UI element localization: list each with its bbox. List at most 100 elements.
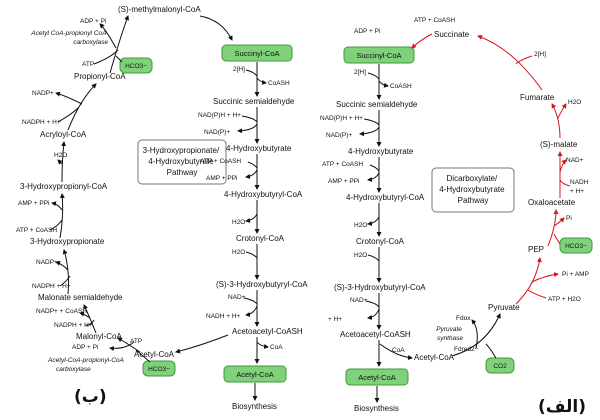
side-b-amp bbox=[245, 169, 258, 179]
s3hb-a: (S)-3-Hydroxybutyryl-CoA bbox=[334, 283, 426, 292]
s-malate-a: (S)-malate bbox=[540, 140, 578, 149]
side-nadph1 bbox=[57, 107, 79, 123]
side-b-h2o2 bbox=[245, 251, 258, 259]
acetyl-coa-left: Acetyl-CoA bbox=[134, 350, 175, 359]
side-b-coa bbox=[256, 341, 269, 349]
acetyl-a: Acetyl-CoA bbox=[414, 353, 455, 362]
side-b-nadh bbox=[245, 305, 258, 317]
nadph-2: NADPH + H+ bbox=[32, 283, 71, 290]
amp-ppi: AMP + PPi bbox=[18, 200, 50, 207]
hydroxypropionyl-coa: 3-Hydroxypropionyl-CoA bbox=[20, 182, 108, 191]
pi-amp-a: Pi + AMP bbox=[562, 271, 589, 278]
hydroxybutyrate-b: 4-Hydroxybutyrate bbox=[226, 144, 292, 153]
hco3-box-a bbox=[559, 237, 593, 254]
hco3-top: HCO3− bbox=[125, 63, 147, 70]
nad-plus-a: NAD+ bbox=[566, 157, 584, 164]
nadh-b: NADH + H+ bbox=[206, 313, 241, 320]
h2o-b2: H2O bbox=[232, 249, 245, 256]
hydroxypropionate: 3-Hydroxypropionate bbox=[30, 237, 105, 246]
arrow-acetyl-pyruvate bbox=[451, 313, 501, 357]
nad-a2: NAD+ bbox=[350, 297, 368, 304]
acetoacetyl-a: Acetoacetyl-CoASH bbox=[340, 330, 411, 339]
side-atp-coash bbox=[49, 219, 63, 231]
crotonyl-b: Crotonyl-CoA bbox=[236, 234, 285, 243]
coa-a: CoA bbox=[392, 347, 405, 354]
arrow-msa-hpo bbox=[62, 249, 69, 295]
arrow-ace-mal bbox=[117, 337, 141, 353]
h2o-1: H2O bbox=[54, 152, 67, 159]
h2-left-a: 2[H] bbox=[354, 69, 366, 76]
side-a-coash bbox=[378, 80, 389, 88]
nadh-a2: + H+ bbox=[328, 316, 342, 323]
coa-b: CoA bbox=[270, 344, 283, 351]
red-arrow-fumarate-succinate bbox=[477, 34, 543, 91]
atp-h2o-a: ATP + H2O bbox=[548, 296, 581, 303]
hco3-bottom-box bbox=[142, 360, 176, 377]
carboxylase-top: Acetyl CoA-propionyl CoA carboxylase bbox=[30, 30, 108, 46]
side-a-nadh bbox=[367, 308, 380, 320]
hydroxybutyryl-b: 4-Hydroxybutyryl-CoA bbox=[224, 190, 303, 199]
side-a-nadph bbox=[363, 118, 380, 126]
arrow-acetoacetyl-acetyl-left bbox=[175, 334, 229, 354]
succinyl-coa-box-a bbox=[343, 46, 415, 64]
arrow-acetoacetyl-acetyl-a bbox=[379, 343, 413, 360]
acetyl-coa-box-label-a: Acetyl-CoA bbox=[358, 373, 396, 382]
malonyl-coa: Malonyl-CoA bbox=[76, 332, 122, 341]
side-a-atp bbox=[369, 164, 380, 172]
red-side-nad bbox=[559, 159, 567, 173]
succinate-a: Succinate bbox=[434, 30, 470, 39]
coash-a: CoASH bbox=[390, 83, 412, 90]
arrow-prop-meth bbox=[109, 15, 129, 74]
h2o-fum-a: H2O bbox=[568, 99, 581, 106]
nadp-1: NADP+ bbox=[32, 90, 54, 97]
pathway-title-a: Dicarboxylate/ 4-Hydroxybutyrate Pathway bbox=[439, 174, 507, 205]
side-nadph2 bbox=[59, 275, 71, 287]
h2-right-a: 2[H] bbox=[534, 51, 546, 58]
red-arrow-malate-fumarate bbox=[551, 103, 561, 139]
red-side-pi bbox=[553, 217, 565, 227]
side-fd bbox=[471, 319, 478, 349]
panel-label-b: (ب) bbox=[74, 387, 107, 407]
side-hco3-bottom bbox=[135, 349, 151, 363]
nadph-a: NAD(P)H + H+ bbox=[320, 115, 363, 122]
atp-coash-a: ATP + CoASH bbox=[414, 17, 455, 24]
nadp-a: NAD(P)+ bbox=[326, 132, 352, 139]
arrow-hp-acr bbox=[61, 141, 67, 183]
red-arrow-pep-oaa bbox=[547, 209, 559, 247]
fd-red-a: Fdred2− bbox=[454, 346, 479, 353]
hco3-top-box bbox=[119, 57, 153, 74]
hydroxybutyryl-a: 4-Hydroxybutyryl-CoA bbox=[346, 193, 425, 202]
side-a-nadp bbox=[359, 126, 380, 137]
co2-a: CO2 bbox=[493, 363, 507, 370]
side-a-h2o2 bbox=[367, 254, 380, 262]
nad-b: NAD+ bbox=[228, 294, 246, 301]
nadh-a: NADH + H+ bbox=[570, 179, 590, 195]
adp-pi-top: ADP + Pi bbox=[80, 18, 106, 25]
atp-bottom: ATP bbox=[130, 338, 142, 345]
red-side-nadh bbox=[559, 179, 571, 187]
side-b-nadph bbox=[241, 115, 258, 123]
side-atp-top bbox=[93, 49, 119, 65]
pep-a: PEP bbox=[528, 245, 544, 254]
nadp-coash: NADP+ + CoASH bbox=[36, 308, 87, 315]
acetyl-coa-box-label-b: Acetyl-CoA bbox=[236, 370, 274, 379]
acetyl-coa-box-b bbox=[223, 365, 287, 383]
side-b-coash bbox=[256, 77, 267, 85]
pyruvate-a: Pyruvate bbox=[488, 303, 520, 312]
side-amp bbox=[51, 201, 63, 211]
co2-box-a bbox=[485, 357, 515, 374]
succinyl-coa-a: Succinyl-CoA bbox=[356, 51, 401, 60]
malonate-semialdehyde: Malonate semialdehyde bbox=[38, 293, 123, 302]
nadp-b: NAD(P)+ bbox=[204, 129, 230, 136]
h2o-a1: H2O bbox=[354, 222, 367, 229]
acetoacetyl-b: Acetoacetyl-CoASH bbox=[232, 327, 303, 336]
side-nadph3 bbox=[85, 319, 95, 327]
side-b-h2 bbox=[245, 69, 258, 77]
adp-pi-bottom: ADP + Pi bbox=[72, 344, 98, 351]
red-side-pi-amp bbox=[531, 272, 559, 283]
h2o-b1: H2O bbox=[232, 219, 245, 226]
succinyl-coa-box bbox=[221, 44, 293, 62]
side-a-amp bbox=[367, 172, 380, 182]
fumarate-a: Fumarate bbox=[520, 93, 555, 102]
